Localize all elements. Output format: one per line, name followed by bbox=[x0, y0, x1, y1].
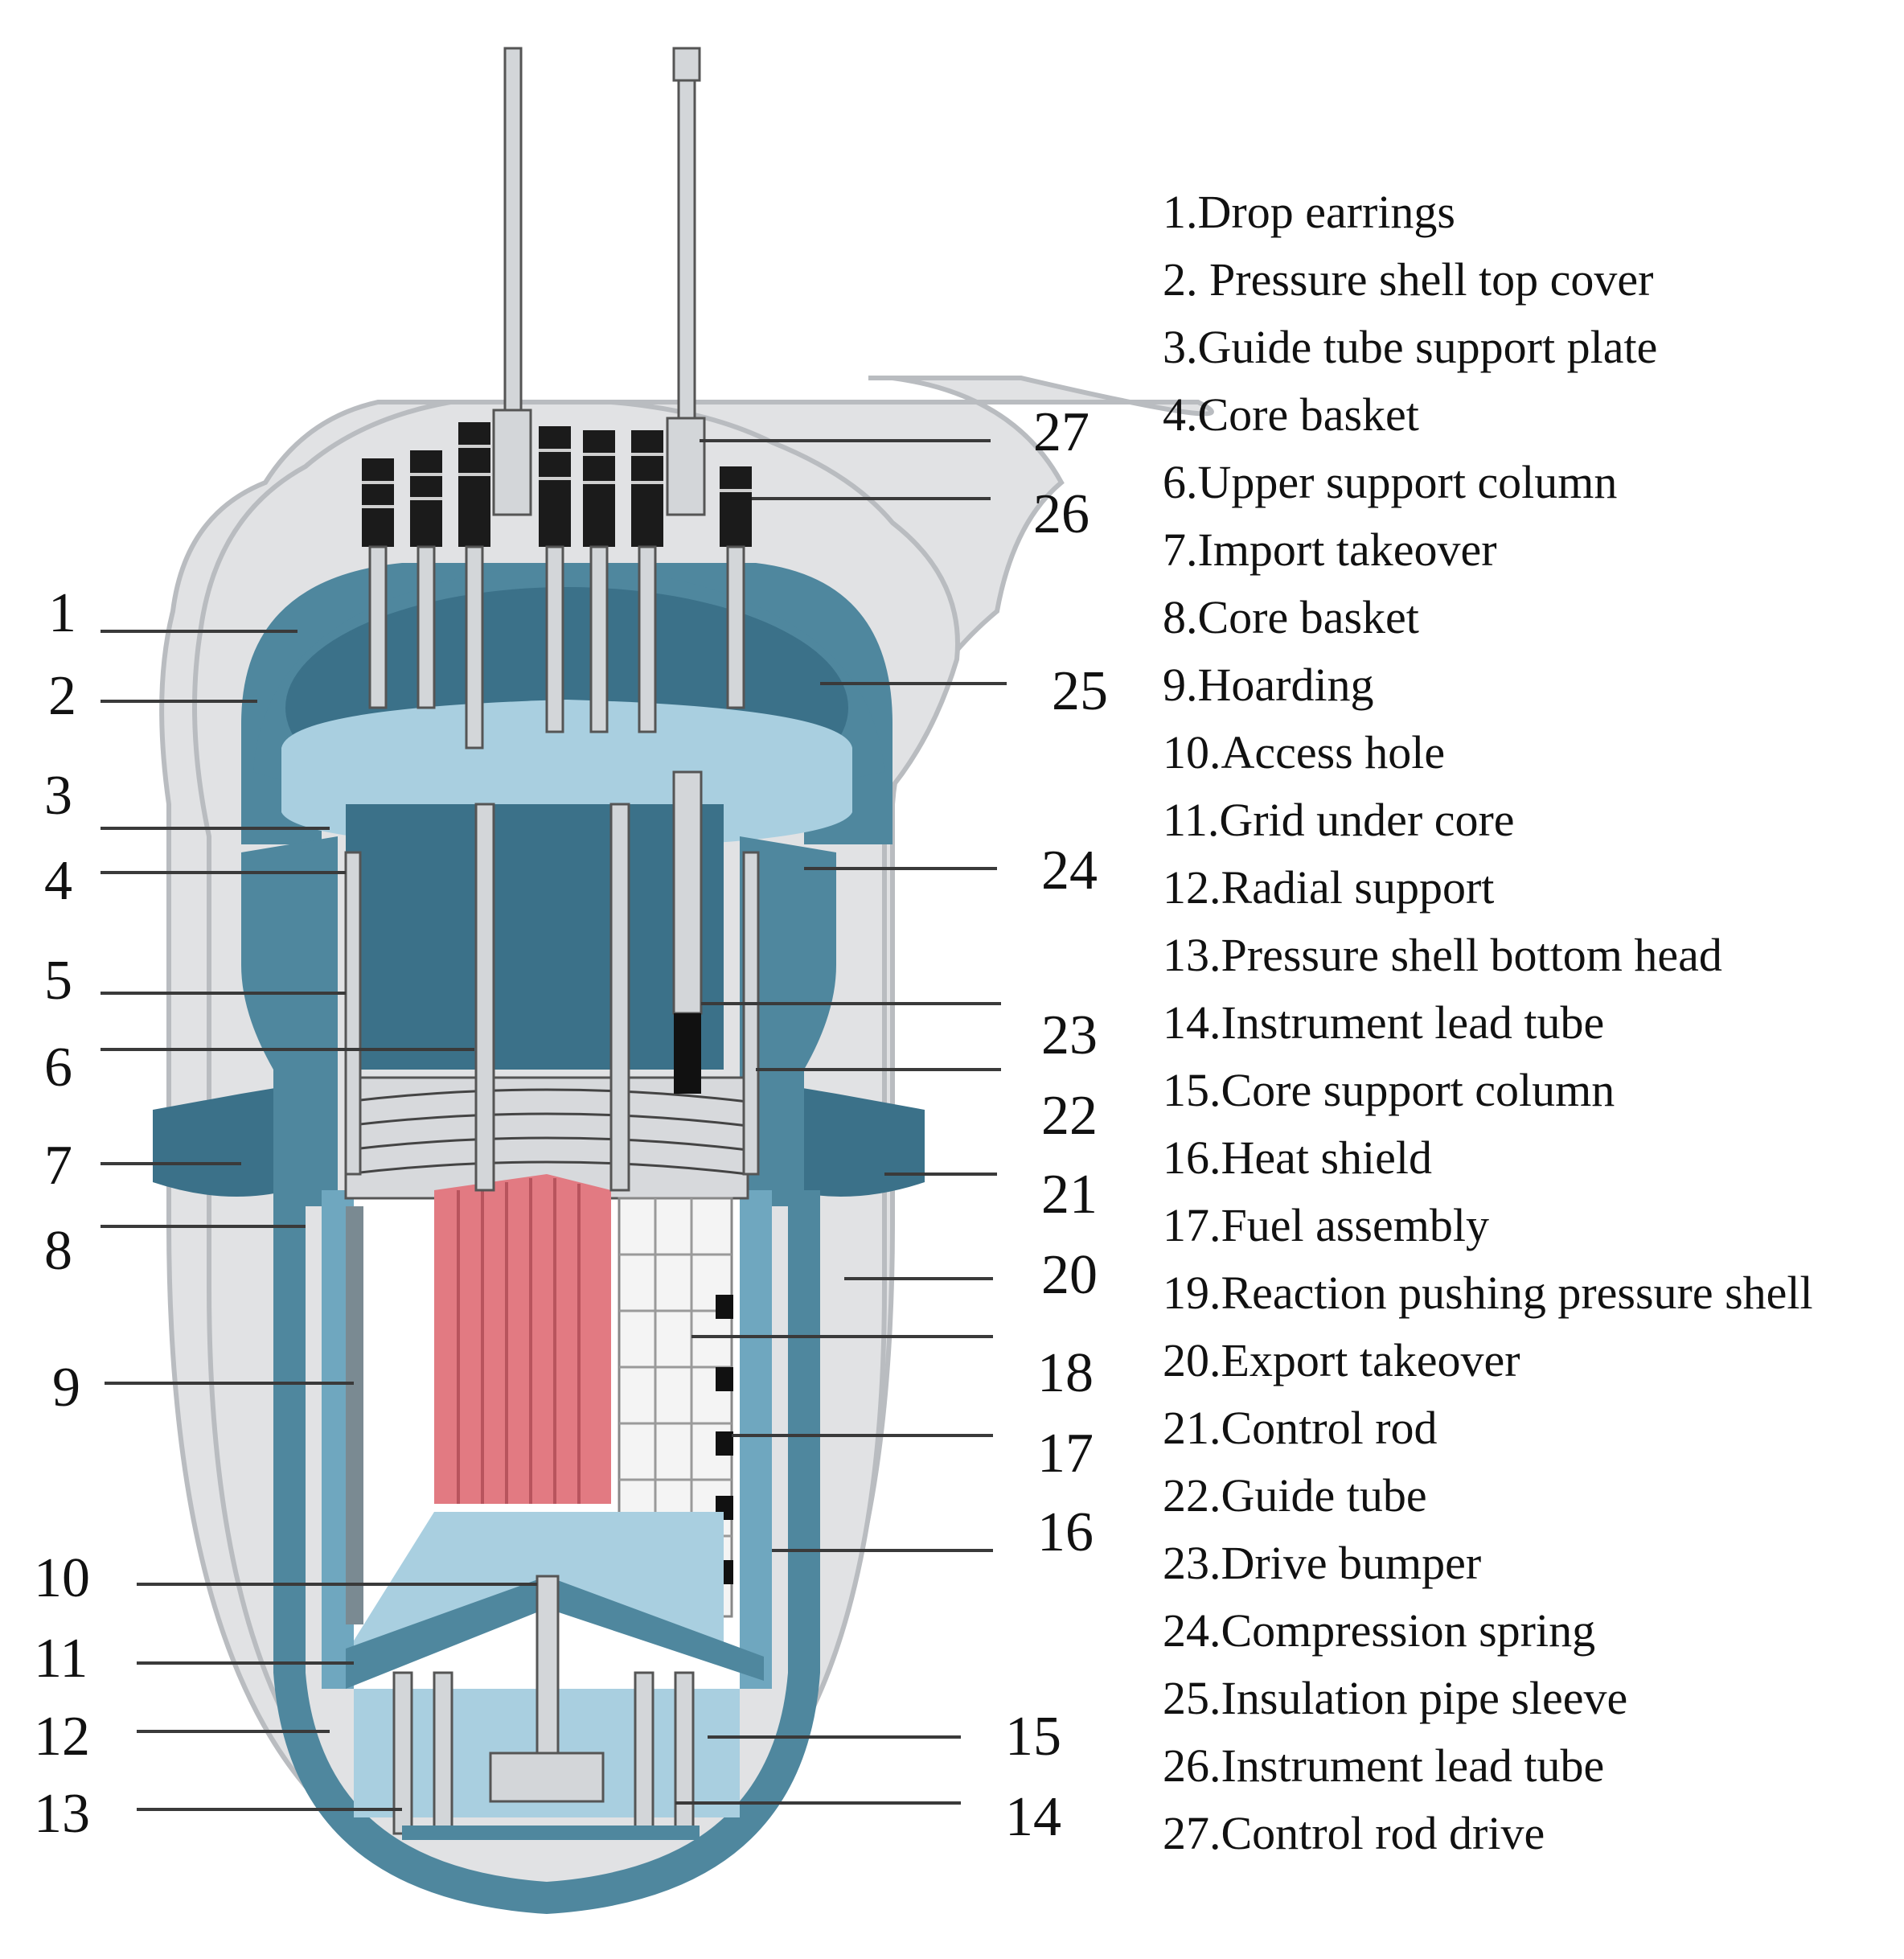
support-column-left bbox=[344, 851, 362, 1176]
callout-23: 23 bbox=[1041, 1004, 1098, 1066]
callout-21: 21 bbox=[1041, 1164, 1098, 1226]
right-guide-column bbox=[609, 803, 630, 1192]
callout-22: 22 bbox=[1041, 1085, 1098, 1147]
hoarding-strip bbox=[346, 1206, 363, 1624]
drive-ring-highlights bbox=[362, 445, 752, 508]
core-barrel-right bbox=[740, 1190, 772, 1689]
callout-5: 5 bbox=[44, 950, 72, 1012]
callout-numbers-left: 1 2 3 4 5 6 7 8 9 10 11 12 13 bbox=[34, 582, 90, 1845]
legend-item: 2. Pressure shell top cover bbox=[1163, 253, 1654, 306]
callout-14: 14 bbox=[1005, 1786, 1061, 1848]
control-rod-drive-line bbox=[672, 770, 703, 1015]
callout-8: 8 bbox=[44, 1220, 72, 1282]
drive-shafts bbox=[503, 47, 701, 428]
legend-item: 4.Core basket bbox=[1163, 388, 1419, 441]
callout-9: 9 bbox=[52, 1357, 80, 1419]
callout-10: 10 bbox=[34, 1547, 90, 1609]
left-guide-column bbox=[474, 803, 495, 1192]
callout-15: 15 bbox=[1005, 1706, 1061, 1768]
lift-rods bbox=[368, 409, 745, 750]
legend-item: 20.Export takeover bbox=[1163, 1334, 1520, 1386]
legend-item: 1.Drop earrings bbox=[1163, 186, 1456, 238]
legend-item: 21.Control rod bbox=[1163, 1402, 1438, 1454]
leader-lines bbox=[101, 439, 1007, 1811]
legend-item: 7.Import takeover bbox=[1163, 524, 1497, 576]
callout-2: 2 bbox=[48, 665, 76, 727]
fuel-assembly bbox=[434, 1174, 611, 1504]
callout-12: 12 bbox=[34, 1706, 90, 1768]
bottom-plate bbox=[402, 1826, 700, 1840]
legend-item: 11.Grid under core bbox=[1163, 794, 1515, 846]
callout-24: 24 bbox=[1041, 840, 1098, 901]
legend-item: 9.Hoarding bbox=[1163, 659, 1374, 711]
legend-item: 17.Fuel assembly bbox=[1163, 1199, 1489, 1251]
legend-item: 16.Heat shield bbox=[1163, 1131, 1433, 1184]
callout-3: 3 bbox=[44, 765, 72, 827]
legend-item: 19.Reaction pushing pressure shell bbox=[1163, 1267, 1813, 1319]
legend-item: 13.Pressure shell bottom head bbox=[1163, 929, 1722, 981]
legend-item: 8.Core basket bbox=[1163, 591, 1419, 643]
support-foot bbox=[489, 1752, 605, 1803]
legend-list: 1.Drop earrings 2. Pressure shell top co… bbox=[1163, 179, 1813, 1867]
legend-item: 22.Guide tube bbox=[1163, 1469, 1427, 1522]
support-column-right bbox=[742, 851, 760, 1176]
upper-internals bbox=[346, 804, 724, 1070]
lower-core-plate bbox=[354, 1512, 724, 1681]
callout-16: 16 bbox=[1037, 1501, 1094, 1563]
guide-tube-rings bbox=[345, 1088, 749, 1176]
legend-item: 10.Access hole bbox=[1163, 726, 1446, 778]
callout-7: 7 bbox=[44, 1135, 72, 1197]
legend-item: 25.Insulation pipe sleeve bbox=[1163, 1672, 1628, 1724]
legend-item: 12.Radial support bbox=[1163, 861, 1495, 914]
callout-11: 11 bbox=[34, 1628, 88, 1690]
legend-item: 27.Control rod drive bbox=[1163, 1807, 1545, 1859]
legend-item: 26.Instrument lead tube bbox=[1163, 1739, 1605, 1792]
callout-26: 26 bbox=[1033, 483, 1089, 545]
legend-item: 23.Drive bumper bbox=[1163, 1537, 1482, 1589]
callout-13: 13 bbox=[34, 1783, 90, 1845]
callout-4: 4 bbox=[44, 850, 72, 912]
legend-item: 15.Core support column bbox=[1163, 1064, 1615, 1116]
legend-item: 6.Upper support column bbox=[1163, 456, 1618, 508]
fuel-rod-lines bbox=[457, 1178, 581, 1504]
callout-18: 18 bbox=[1037, 1342, 1094, 1404]
callout-6: 6 bbox=[44, 1037, 72, 1099]
legend-item: 14.Instrument lead tube bbox=[1163, 996, 1605, 1049]
legend-item: 3.Guide tube support plate bbox=[1163, 321, 1658, 373]
drive-bumper bbox=[674, 1013, 701, 1094]
callout-numbers-right: 27 26 25 24 23 22 21 20 18 17 16 15 14 bbox=[1005, 401, 1108, 1848]
callout-1: 1 bbox=[48, 582, 76, 644]
callout-20: 20 bbox=[1041, 1244, 1098, 1306]
callout-17: 17 bbox=[1037, 1423, 1094, 1485]
callout-27: 27 bbox=[1033, 401, 1089, 463]
legend-item: 24.Compression spring bbox=[1163, 1604, 1596, 1657]
callout-25: 25 bbox=[1052, 660, 1108, 722]
